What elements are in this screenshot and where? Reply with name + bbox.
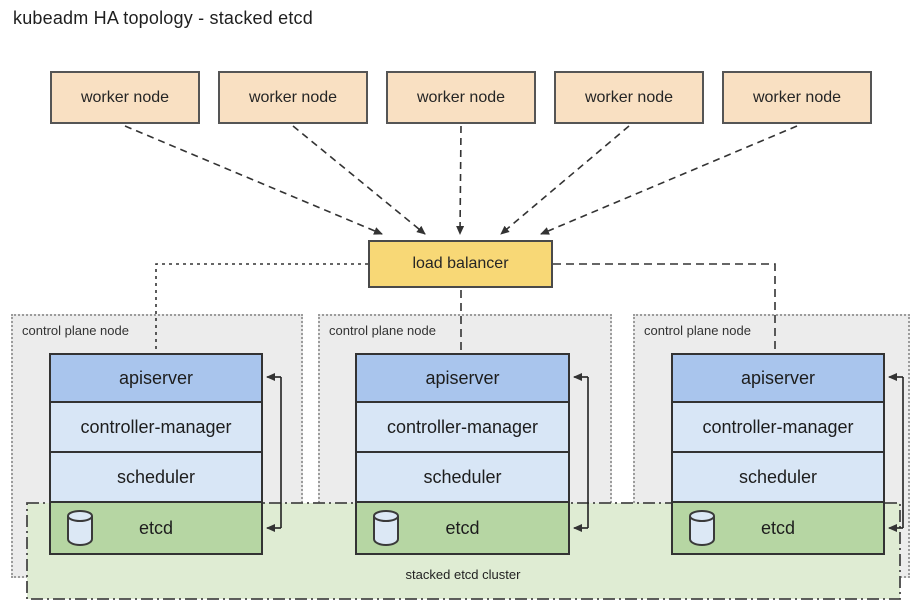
controller-manager-label: controller-manager	[80, 416, 232, 437]
control-plane-stack: apiserver controller-manager scheduler e…	[355, 353, 570, 555]
database-icon	[67, 510, 93, 546]
etcd-label: etcd	[138, 517, 174, 538]
etcd-label: etcd	[760, 517, 796, 538]
apiserver-box: apiserver	[673, 355, 883, 403]
scheduler-box: scheduler	[357, 453, 568, 503]
etcd-box: etcd	[673, 503, 883, 553]
worker-node-label: worker node	[752, 88, 842, 106]
control-plane-stack: apiserver controller-manager scheduler e…	[49, 353, 263, 555]
worker-node-box: worker node	[386, 71, 536, 124]
diagram-title: kubeadm HA topology - stacked etcd	[13, 8, 313, 28]
worker-node-label: worker node	[416, 88, 506, 106]
database-icon	[373, 510, 399, 546]
controller-manager-box: controller-manager	[357, 403, 568, 453]
scheduler-label: scheduler	[738, 466, 818, 487]
controller-manager-box: controller-manager	[51, 403, 261, 453]
etcd-box: etcd	[357, 503, 568, 553]
worker-node-label: worker node	[584, 88, 674, 106]
worker-node-box: worker node	[50, 71, 200, 124]
etcd-box: etcd	[51, 503, 261, 553]
database-icon	[689, 510, 715, 546]
scheduler-box: scheduler	[673, 453, 883, 503]
worker-node-box: worker node	[554, 71, 704, 124]
control-plane-node-label: control plane node	[22, 323, 129, 338]
worker-node-box: worker node	[722, 71, 872, 124]
apiserver-label: apiserver	[740, 367, 816, 388]
scheduler-label: scheduler	[423, 466, 502, 487]
apiserver-label: apiserver	[118, 367, 194, 388]
controller-manager-box: controller-manager	[673, 403, 883, 453]
scheduler-label: scheduler	[116, 466, 196, 487]
apiserver-box: apiserver	[357, 355, 568, 403]
control-plane-stack: apiserver controller-manager scheduler e…	[671, 353, 885, 555]
load-balancer-box: load balancer	[368, 240, 553, 288]
worker-node-box: worker node	[218, 71, 368, 124]
controller-manager-label: controller-manager	[702, 416, 854, 437]
apiserver-label: apiserver	[425, 367, 500, 388]
scheduler-box: scheduler	[51, 453, 261, 503]
controller-manager-label: controller-manager	[386, 416, 539, 437]
stacked-etcd-cluster-label: stacked etcd cluster	[405, 567, 521, 582]
load-balancer-label: load balancer	[412, 255, 509, 272]
etcd-label: etcd	[445, 517, 480, 538]
worker-node-label: worker node	[248, 88, 338, 106]
apiserver-box: apiserver	[51, 355, 261, 403]
worker-node-label: worker node	[80, 88, 170, 106]
